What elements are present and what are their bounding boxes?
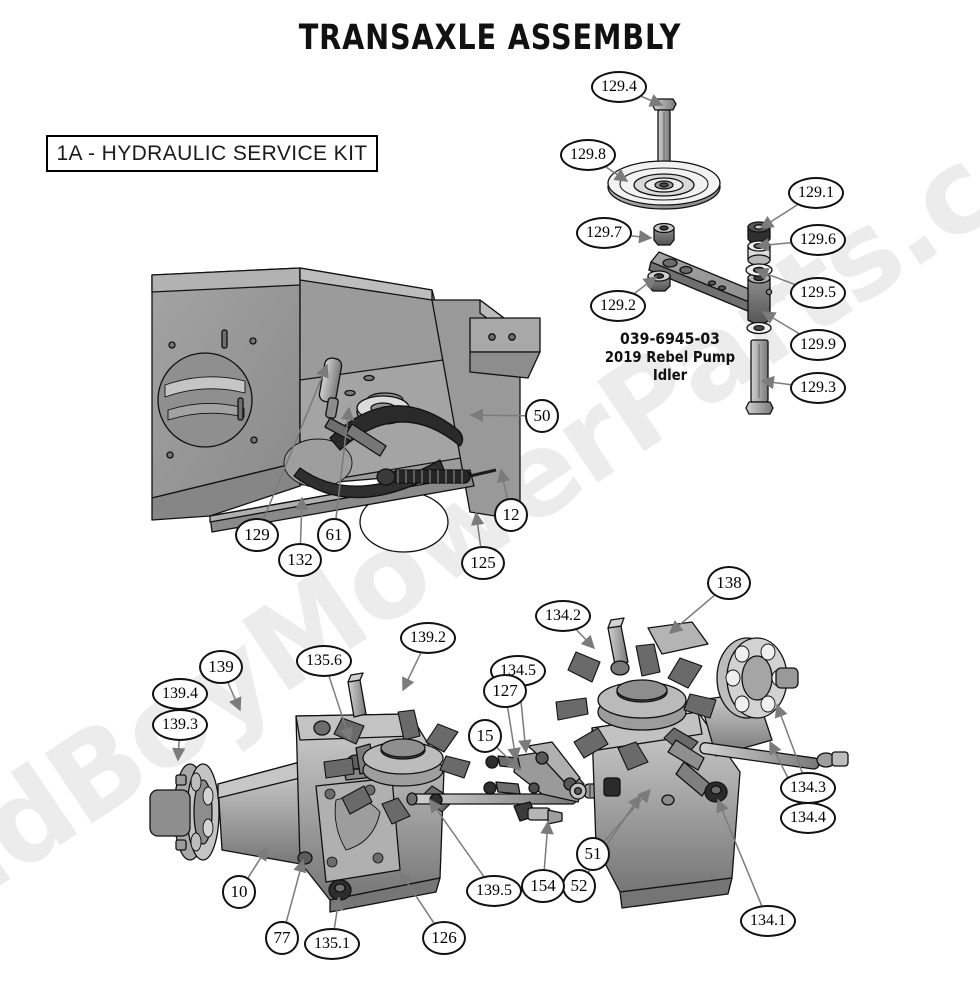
callout-127[interactable]: 127	[483, 674, 527, 708]
callout-label: 52	[570, 876, 588, 895]
callout-label: 125	[470, 553, 496, 572]
callout-label: 129.3	[800, 379, 836, 396]
callout-52[interactable]: 52	[562, 869, 596, 903]
callout-129-3[interactable]: 129.3	[790, 372, 846, 404]
part-129-8-pulley	[607, 160, 721, 210]
callout-label: 129.6	[800, 231, 836, 248]
callout-label: 134.3	[790, 779, 826, 796]
callout-label: 129.9	[800, 336, 836, 353]
callout-label: 139.3	[162, 716, 198, 733]
callout-label: 127	[492, 681, 518, 700]
callout-132[interactable]: 132	[278, 543, 322, 577]
chassis-frame-group	[151, 267, 541, 553]
callout-129[interactable]: 129	[235, 518, 279, 552]
kit-label-box: 1A - HYDRAULIC SERVICE KIT	[46, 135, 378, 172]
callout-129-4[interactable]: 129.4	[591, 71, 647, 103]
part-129-3-bolt	[745, 339, 774, 415]
page-title: TRANSAXLE ASSEMBLY	[298, 18, 682, 58]
callout-61[interactable]: 61	[317, 518, 351, 552]
callout-label: 129.2	[600, 297, 636, 314]
callout-label: 77	[273, 928, 291, 947]
callout-15[interactable]: 15	[468, 719, 502, 753]
callout-129-2[interactable]: 129.2	[590, 290, 646, 322]
callout-129-6[interactable]: 129.6	[790, 224, 846, 256]
callout-134-1[interactable]: 134.1	[740, 905, 796, 937]
callout-label: 129.4	[601, 78, 637, 95]
callout-134-3[interactable]: 134.3	[780, 772, 836, 804]
callout-label: 139.2	[410, 629, 446, 646]
callout-label: 129.8	[570, 146, 606, 163]
callout-label: 134.1	[750, 912, 786, 929]
callout-label: 129.7	[586, 224, 622, 241]
pump-idler-label: 039-6945-03 2019 Rebel Pump Idler	[604, 329, 736, 384]
callout-label: 139	[208, 657, 234, 676]
kit-label-text: 1A - HYDRAULIC SERVICE KIT	[56, 141, 368, 165]
callout-label: 139.4	[162, 685, 198, 702]
spring-part-61	[376, 468, 497, 486]
callout-label: 138	[716, 573, 742, 592]
part-129-7-spacer	[653, 222, 675, 246]
part-154-joint	[513, 801, 563, 825]
callout-139-5[interactable]: 139.5	[466, 875, 522, 907]
callout-139-3[interactable]: 139.3	[152, 709, 208, 741]
callout-138[interactable]: 138	[707, 566, 751, 600]
callout-126[interactable]: 126	[422, 921, 466, 955]
left-transaxle-group	[149, 672, 471, 913]
callout-label: 51	[584, 844, 602, 863]
pump-idler-description: 2019 Rebel Pump Idler	[604, 347, 736, 384]
callout-label: 154	[530, 876, 556, 895]
pump-idler-part-number: 039-6945-03	[620, 329, 720, 348]
callout-label: 61	[325, 525, 343, 544]
right-hub-flange	[716, 637, 799, 719]
callout-134-4[interactable]: 134.4	[780, 802, 836, 834]
callout-label: 134.4	[790, 809, 826, 826]
callout-label: 12	[502, 505, 520, 524]
callout-129-8[interactable]: 129.8	[560, 139, 616, 171]
callout-label: 135.1	[314, 935, 350, 952]
callout-10[interactable]: 10	[222, 875, 256, 909]
left-hub-flange	[149, 763, 220, 861]
callout-label: 10	[230, 882, 248, 901]
callout-label: 135.6	[306, 652, 342, 669]
callout-135-1[interactable]: 135.1	[304, 928, 360, 960]
callout-139-2[interactable]: 139.2	[400, 622, 456, 654]
callout-label: 132	[287, 550, 313, 569]
callout-77[interactable]: 77	[265, 921, 299, 955]
callout-135-6[interactable]: 135.6	[296, 645, 352, 677]
callout-label: 126	[431, 928, 457, 947]
part-129-6-bearing	[747, 240, 771, 266]
callout-154[interactable]: 154	[521, 869, 565, 903]
callout-label: 139.5	[476, 882, 512, 899]
callout-129-9[interactable]: 129.9	[790, 329, 846, 361]
callout-label: 129.5	[800, 284, 836, 301]
callout-129-5[interactable]: 129.5	[790, 277, 846, 309]
callout-50[interactable]: 50	[525, 399, 559, 433]
callout-label: 129.1	[798, 184, 834, 201]
callout-12[interactable]: 12	[494, 498, 528, 532]
callout-51[interactable]: 51	[576, 837, 610, 871]
part-129-5-washer	[745, 263, 773, 277]
callout-129-1[interactable]: 129.1	[788, 177, 844, 209]
callout-label: 50	[533, 406, 551, 425]
part-129-2-bushing	[647, 270, 671, 292]
callout-129-7[interactable]: 129.7	[576, 217, 632, 249]
callout-139[interactable]: 139	[199, 650, 243, 684]
callout-139-4[interactable]: 139.4	[152, 678, 208, 710]
callout-label: 15	[476, 726, 494, 745]
callout-125[interactable]: 125	[461, 546, 505, 580]
right-cooling-fan	[555, 643, 717, 771]
callout-134-2[interactable]: 134.2	[535, 600, 591, 632]
callout-label: 134.2	[545, 607, 581, 624]
part-129-9-washer	[746, 321, 772, 335]
callout-label: 129	[244, 525, 270, 544]
